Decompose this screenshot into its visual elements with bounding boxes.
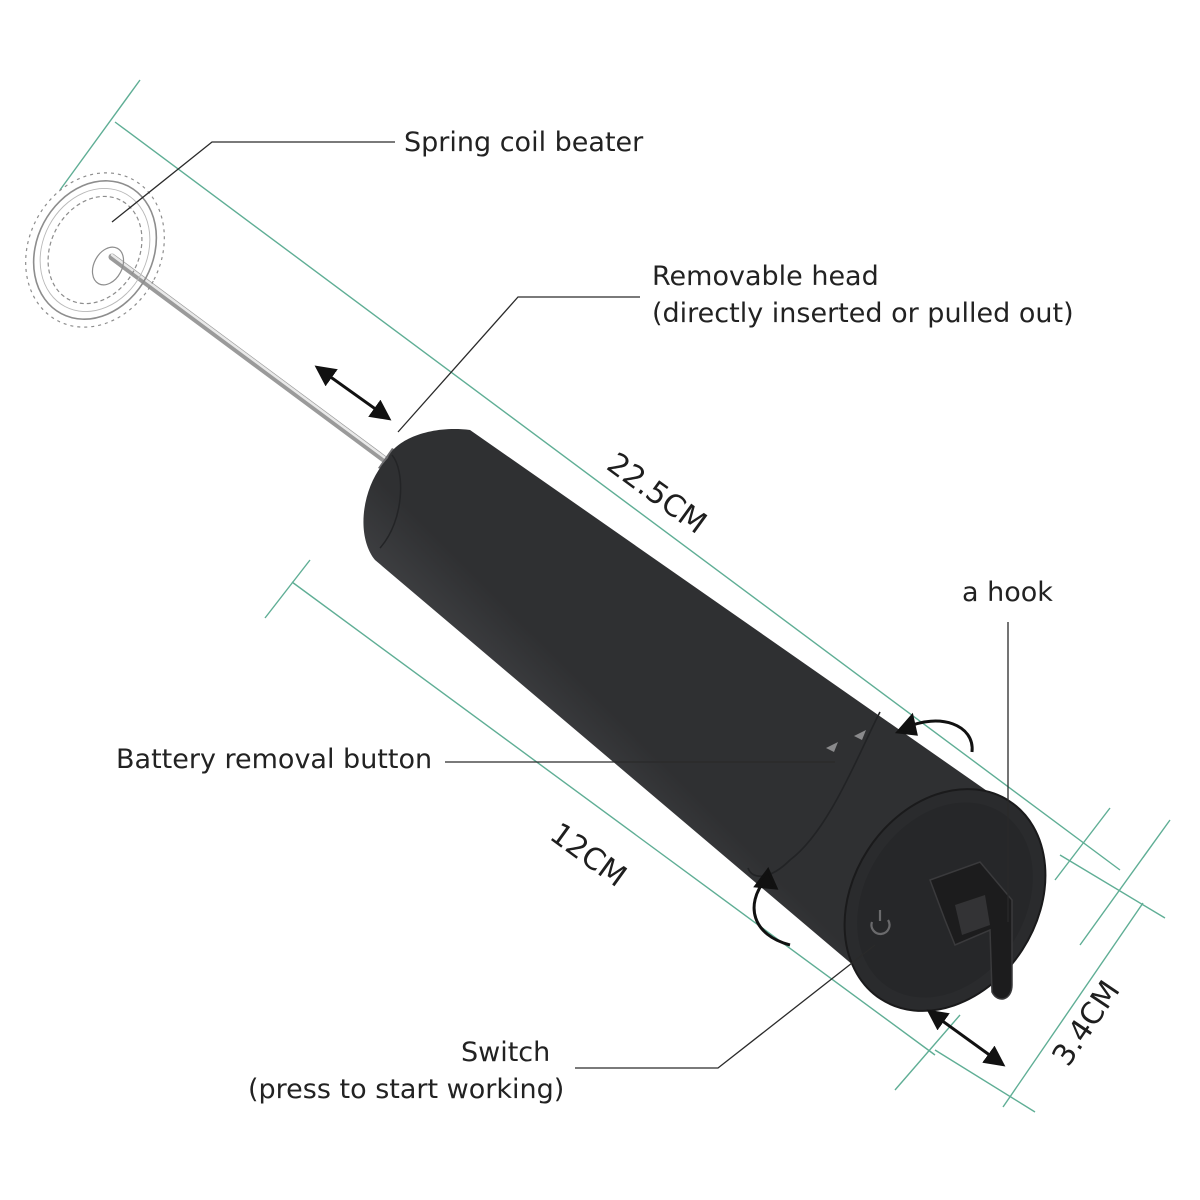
dim-label-diameter: 3.4CM [1046, 975, 1128, 1073]
dim-line-diameter [1002, 902, 1144, 1108]
label-switch-note: (press to start working) [248, 1074, 564, 1105]
dim-ext-diameter-top [1059, 854, 1166, 919]
dim-ext-body-left [264, 559, 311, 619]
dim-line-body [291, 581, 936, 1056]
leader-spring [111, 141, 395, 223]
dim-ext-total-right [1079, 819, 1171, 946]
label-spring-coil-beater: Spring coil beater [404, 127, 644, 158]
label-removable-head-note: (directly inserted or pulled out) [652, 298, 1074, 329]
rotate-arrow-icon [752, 712, 974, 947]
dim-label-total-length: 22.5CM [600, 446, 713, 541]
spring-coil-beater-icon [25, 172, 165, 328]
dim-ext-total-left [59, 79, 141, 191]
leader-lines [111, 141, 1009, 1069]
whisk-shaft [108, 253, 392, 466]
battery-button-icon [826, 730, 866, 752]
removable-head-seam [379, 454, 402, 549]
hook-icon [929, 861, 1013, 1000]
power-switch-icon [870, 910, 891, 936]
battery-seam [747, 711, 881, 877]
leader-head [397, 296, 640, 433]
label-battery-removal-button: Battery removal button [116, 744, 432, 775]
dim-ext-diameter-lead [1054, 807, 1111, 881]
label-switch: Switch [461, 1037, 550, 1068]
insert-pull-arrow [314, 365, 392, 421]
diameter-arrow [926, 1009, 1006, 1067]
label-removable-head: Removable head [652, 261, 879, 292]
dim-label-body-length: 12CM [543, 816, 632, 894]
label-hook: a hook [962, 577, 1053, 608]
handle-body [363, 429, 1000, 988]
leader-switch [575, 944, 876, 1069]
frother-handle [363, 429, 1047, 1012]
dim-line-total [114, 121, 1121, 871]
